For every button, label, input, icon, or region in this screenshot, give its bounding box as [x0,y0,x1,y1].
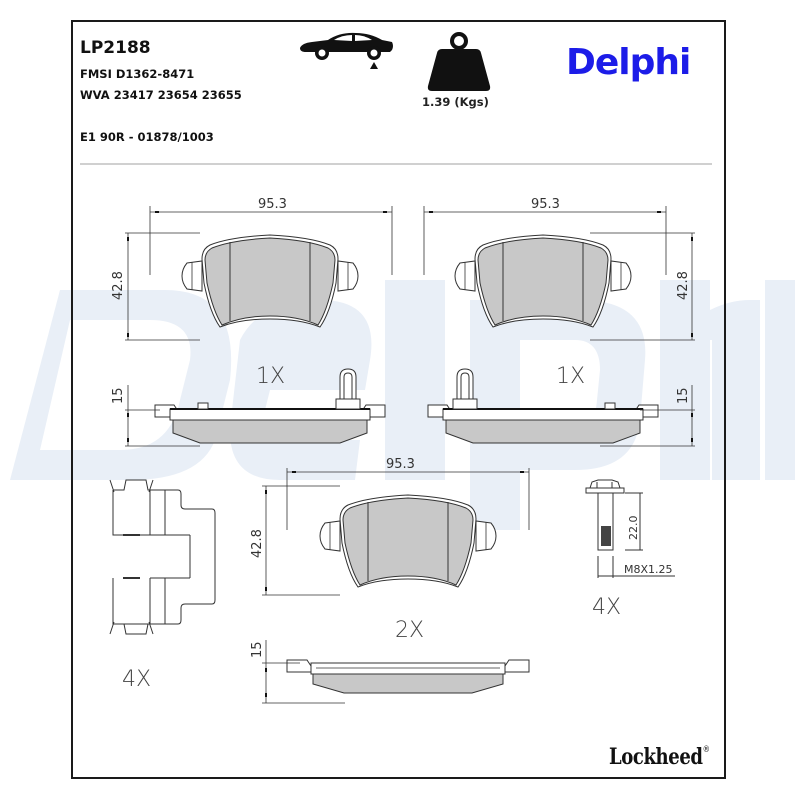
delphi-logo: Delphi [566,42,691,83]
top-left-height-dim: 42.8 [111,271,126,300]
part-number: LP2188 [80,38,151,58]
fmsi-code: FMSI D1362-8471 [80,67,195,81]
weight-value: 1.39 (Kgs) [422,95,489,109]
clip-quantity: 4X [122,667,151,692]
center-height-dim: 42.8 [250,529,265,558]
registered-mark: ® [702,744,710,755]
bolt-quantity: 4X [592,595,621,620]
top-left-quantity: 1X [256,364,285,389]
car-rear-axle-icon [300,32,393,69]
top-left-width-dim: 95.3 [258,197,287,212]
center-quantity: 2X [395,618,424,643]
retaining-clip [109,479,216,635]
top-right-quantity: 1X [556,364,585,389]
top-right-width-dim: 95.3 [531,197,560,212]
top-right-height-dim: 42.8 [676,271,691,300]
ece-approval: E1 90R - 01878/1003 [80,130,214,144]
bolt-length-dim: 22.0 [627,516,640,541]
weight-icon [427,32,491,91]
lockheed-text: Lockheed [609,744,703,770]
center-thickness-dim: 15 [250,641,265,658]
center-width-dim: 95.3 [386,457,415,472]
bolt-thread-dim: M8X1.25 [624,563,673,576]
top-right-thickness-dim: 15 [676,387,691,404]
lockheed-logo: Lockheed® [609,744,710,770]
header-divider [80,163,712,165]
wva-codes: WVA 23417 23654 23655 [80,88,242,102]
caliper-bolt [585,479,675,578]
document-frame [71,20,726,779]
top-left-thickness-dim: 15 [111,387,126,404]
